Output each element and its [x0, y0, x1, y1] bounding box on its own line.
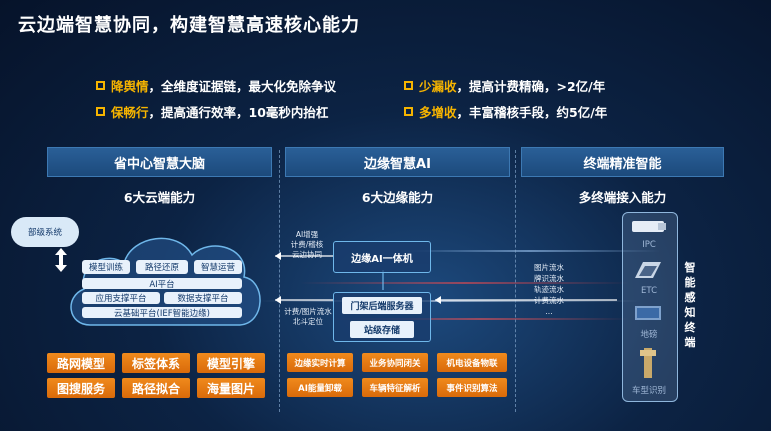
terminal-flows: 图片流水 牌识流水 轨迹流水 计费流水 ...	[534, 263, 564, 316]
etc-icon	[635, 262, 661, 278]
cloud-module: 路径还原	[136, 260, 188, 274]
page-title: 云边端智慧协同，构建智慧高速核心能力	[18, 15, 360, 36]
goal-item: 保畅行，提高通行效率，10毫秒内抬杠	[96, 102, 328, 121]
checkbox-icon	[404, 81, 413, 90]
column-header-edge: 边缘智慧AI	[285, 147, 510, 177]
vehicle-recognition-icon	[640, 348, 656, 378]
cloud-capability: 海量图片	[197, 378, 265, 398]
edge-ai-box: 边缘AI一体机	[333, 241, 431, 273]
ai-platform: AI平台	[82, 278, 242, 290]
cloud-capability: 模型引擎	[197, 353, 265, 373]
edge-capability: 边缘实时计算	[287, 353, 353, 372]
cloud-capability: 路径拟合	[122, 378, 190, 398]
app-platform: 应用支撑平台	[82, 292, 160, 304]
cloud-capability: 图搜服务	[47, 378, 115, 398]
cloud-module: 模型训练	[82, 260, 130, 274]
edge-capability: 事件识别算法	[437, 378, 507, 397]
checkbox-icon	[404, 107, 413, 116]
checkbox-icon	[96, 107, 105, 116]
goal-item: 少漏收，提高计费精确，>2亿/年	[404, 76, 605, 95]
station-storage: 站级存储	[349, 320, 414, 338]
connection-lines	[275, 252, 617, 304]
edge-capability: 车辆特征解析	[362, 378, 428, 397]
light-streak	[400, 250, 660, 252]
device-label: IPC	[642, 240, 656, 250]
edge-top-label: AI增强 计费/稽核 云边协同	[290, 230, 324, 259]
vertical-label: 智能感知终端	[684, 261, 696, 349]
device-label: 地磅	[640, 330, 658, 340]
gantry-server-box: 门架后端服务器 站级存储	[333, 292, 431, 342]
column-subtitle: 多终端接入能力	[578, 190, 667, 205]
edge-bottom-label: 计费/图片流水 北斗定位	[284, 307, 332, 326]
column-divider	[279, 150, 280, 412]
device-label: ETC	[641, 286, 657, 296]
dept-system-cloud: 部级系统	[11, 217, 79, 247]
column-subtitle: 6大边缘能力	[361, 190, 434, 205]
column-header-cloud: 省中心智慧大脑	[47, 147, 272, 177]
column-subtitle: 6大云端能力	[123, 190, 196, 205]
goal-item: 降舆情，全维度证据链，最大化免除争议	[96, 76, 336, 95]
column-divider	[515, 150, 516, 412]
edge-capability: 业务协同闭关	[362, 353, 428, 372]
device-label: 车型识别	[631, 386, 666, 396]
gantry-server: 门架后端服务器	[342, 296, 422, 314]
light-streak	[260, 300, 640, 302]
cloud-capability: 标签体系	[122, 353, 190, 373]
column-header-terminal: 终端精准智能	[521, 147, 724, 177]
goal-item: 多增收，丰富稽核手段，约5亿/年	[404, 102, 607, 121]
edge-capability: 机电设备物联	[437, 353, 507, 372]
camera-icon	[632, 221, 666, 232]
double-arrow-icon	[55, 248, 67, 272]
edge-capability: AI能量卸载	[287, 378, 353, 397]
light-streak	[300, 282, 630, 284]
base-platform: 云基础平台(IEF智能边缘)	[82, 307, 242, 319]
light-streak	[330, 318, 630, 320]
cloud-module: 智慧运营	[194, 260, 242, 274]
cloud-capability: 路网模型	[47, 353, 115, 373]
checkbox-icon	[96, 81, 105, 90]
scale-icon	[635, 306, 661, 320]
data-platform: 数据支撑平台	[164, 292, 242, 304]
